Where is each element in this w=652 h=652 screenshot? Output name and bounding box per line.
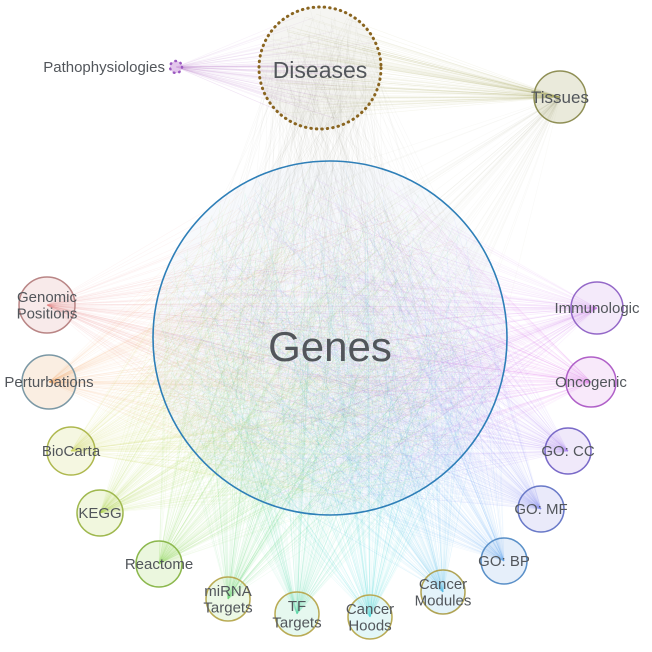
node-label-genes: Genes <box>268 323 392 370</box>
node-label-biocarta: BioCarta <box>42 443 101 460</box>
edge-bundle-biocarta-to-genes <box>70 175 493 504</box>
edge-bundle-perturbations-to-genes <box>48 170 482 504</box>
node-immunologic[interactable] <box>570 281 624 335</box>
edge-bundle-go-cc-to-genes <box>159 180 569 509</box>
node-oncogenic[interactable] <box>565 356 617 408</box>
node-label-oncogenic: Oncogenic <box>555 374 627 391</box>
node-perturbations[interactable] <box>21 354 77 410</box>
node-biocarta[interactable] <box>46 426 96 476</box>
node-genomic-positions[interactable] <box>18 276 76 334</box>
node-go-mf[interactable] <box>517 485 565 533</box>
node-label-pathophysiologies: Pathophysiologies <box>43 59 165 76</box>
node-label-go-bp: GO: BP <box>478 553 530 570</box>
edge-bundle-diseases-to-genes <box>161 10 495 503</box>
node-mirna-targets[interactable] <box>205 576 251 622</box>
node-kegg[interactable] <box>76 489 124 537</box>
node-genes[interactable] <box>152 160 508 516</box>
edge-bundle-go-bp-to-genes <box>163 164 505 562</box>
node-label-diseases: Diseases <box>273 57 368 83</box>
node-go-cc[interactable] <box>544 427 592 475</box>
node-label-go-cc: GO: CC <box>541 443 595 460</box>
node-pathophysiologies[interactable] <box>168 59 184 75</box>
edge-bundle-tf-targets-to-genes <box>158 181 492 615</box>
node-diseases[interactable] <box>257 5 383 131</box>
edge-bundle-go-mf-to-genes <box>163 175 542 510</box>
edge-bundle-reactome-to-genes <box>158 165 502 565</box>
node-reactome[interactable] <box>135 540 183 588</box>
edge-bundle-mirna-targets-to-genes <box>158 178 498 600</box>
node-label-go-mf: GO: MF <box>514 501 567 518</box>
edge-bundle-tissues-to-diseases <box>262 13 561 119</box>
node-label-reactome: Reactome <box>125 556 193 573</box>
node-cancer-hoods[interactable] <box>347 594 393 640</box>
node-label-tissues: Tissues <box>531 88 589 107</box>
edge-bundle-kegg-to-genes <box>99 182 494 514</box>
edge-bundle-pathophysiologies-to-diseases <box>175 15 374 126</box>
edge-bundle-oncogenic-to-genes <box>160 177 592 507</box>
node-label-immunologic: Immunologic <box>554 300 640 317</box>
node-label-kegg: KEGG <box>78 505 121 522</box>
node-cancer-modules[interactable] <box>420 569 466 615</box>
node-tissues[interactable] <box>533 70 587 124</box>
edge-bundle-cancer-hoods-to-genes <box>163 192 500 618</box>
edge-bundle-immunologic-to-genes <box>177 179 598 498</box>
node-tf-targets[interactable] <box>274 591 320 637</box>
edge-bundle-tissues-to-genes <box>186 96 561 503</box>
node-label-perturbations: Perturbations <box>4 374 93 391</box>
edge-bundle-genomic-positions-to-genes <box>46 183 492 482</box>
node-go-bp[interactable] <box>480 537 528 585</box>
